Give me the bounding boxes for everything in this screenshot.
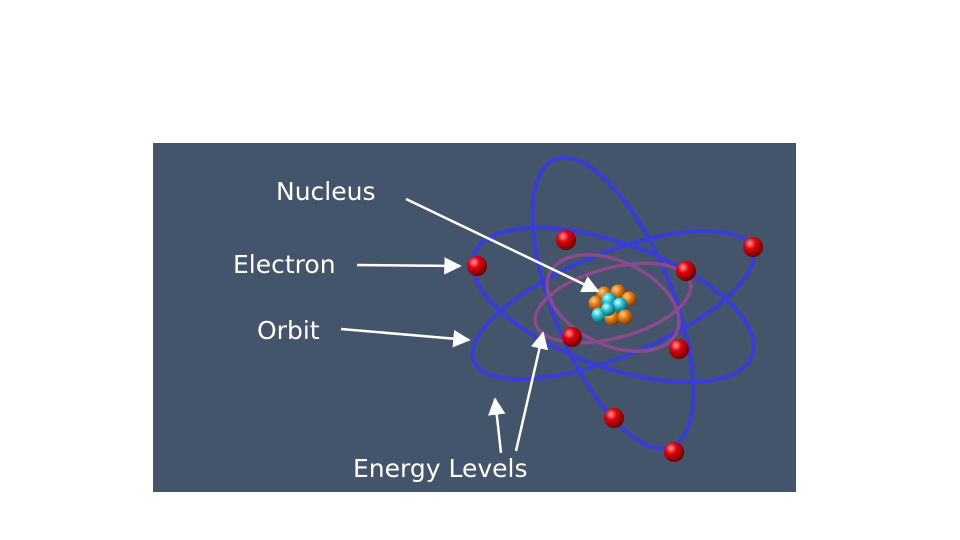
nucleus-label: Nucleus xyxy=(276,177,376,206)
electron-sphere xyxy=(556,230,576,250)
panel-background xyxy=(153,143,796,492)
electron-sphere xyxy=(669,339,689,359)
nucleus-particle xyxy=(601,302,615,316)
electron-label: Electron xyxy=(233,250,336,279)
electrons-group xyxy=(467,230,763,462)
orbit-ring-2 xyxy=(470,225,756,385)
electron-arrow xyxy=(356,257,462,275)
orbit-ring-inner-2 xyxy=(533,261,693,345)
atom-diagram xyxy=(153,143,796,492)
electron-sphere xyxy=(664,442,684,462)
electron-sphere xyxy=(676,261,696,281)
electron-sphere xyxy=(562,327,582,347)
atom-diagram-panel: Nucleus Electron Orbit Energy Levels xyxy=(153,143,796,492)
energy-level-arrow-2 xyxy=(514,331,549,452)
arrows-group xyxy=(340,197,600,454)
nucleus-group xyxy=(588,284,637,326)
energy-levels-label: Energy Levels xyxy=(353,454,528,483)
nucleus-particle xyxy=(588,295,604,311)
energy-level-arrow-1 xyxy=(488,397,506,454)
nucleus-arrow xyxy=(405,197,600,293)
electron-sphere xyxy=(743,237,763,257)
orbit-label: Orbit xyxy=(257,316,320,345)
orbit-arrow xyxy=(340,327,471,348)
nucleus-particle xyxy=(612,297,628,313)
nucleus-particle xyxy=(617,309,633,325)
electron-sphere xyxy=(467,256,487,276)
electron-sphere xyxy=(604,408,624,428)
